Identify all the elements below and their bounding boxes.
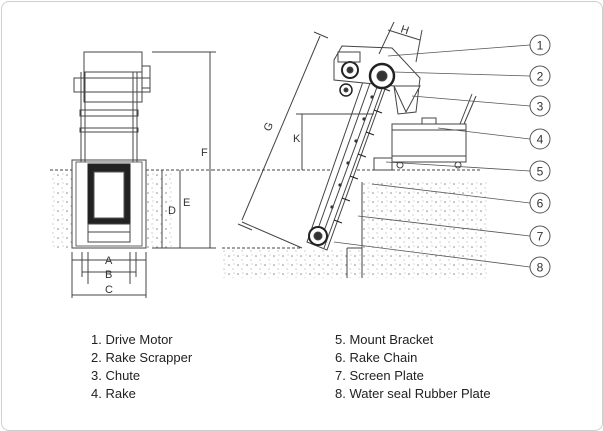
callout-2-number: 2	[537, 70, 544, 84]
callout-4-number: 4	[537, 133, 544, 147]
dim-label-A: A	[105, 255, 113, 267]
callout-1-number: 1	[537, 39, 544, 53]
callout-7: 7	[529, 225, 551, 247]
legend-item-rake-chain: 6. Rake Chain	[335, 350, 418, 365]
callout-6: 6	[529, 192, 551, 214]
legend-item-rake-scrapper: 2. Rake Scrapper	[91, 350, 193, 365]
callout-2: 2	[529, 65, 551, 87]
callout-5-number: 5	[537, 165, 544, 179]
legend-item-drive-motor: 1. Drive Motor	[91, 332, 173, 347]
callout-3-number: 3	[537, 100, 544, 114]
callout-8: 8	[529, 256, 551, 278]
channel	[71, 159, 147, 249]
concrete-right	[146, 170, 172, 250]
drive-head	[333, 45, 421, 115]
callout-8-number: 8	[537, 261, 544, 275]
legend-item-screen-plate: 7. Screen Plate	[335, 368, 424, 383]
concrete-left	[50, 170, 72, 250]
callout-1: 1	[529, 34, 551, 56]
legend-item-water-seal-rubber-plate: 8. Water seal Rubber Plate	[335, 386, 491, 401]
chute	[393, 85, 421, 114]
legend-item-rake: 4. Rake	[91, 386, 136, 401]
callout-6-number: 6	[537, 197, 544, 211]
concrete-ramp	[362, 182, 487, 278]
collection-cart	[391, 93, 477, 169]
dim-label-G: G	[262, 121, 276, 134]
leader-lines	[333, 44, 531, 268]
callout-5: 5	[529, 160, 551, 182]
legend-item-mount-bracket: 5. Mount Bracket	[335, 332, 434, 347]
legend-left: 1. Drive Motor 2. Rake Scrapper 3. Chute…	[91, 331, 192, 403]
dim-label-D: D	[168, 205, 176, 217]
legend-right: 5. Mount Bracket 6. Rake Chain 7. Screen…	[335, 331, 491, 403]
dim-label-H: H	[399, 23, 410, 37]
callout-3: 3	[529, 95, 551, 117]
front-view	[50, 51, 216, 298]
legend-item-chute: 3. Chute	[91, 368, 141, 383]
dim-label-C: C	[105, 284, 113, 296]
concrete-base	[222, 248, 362, 278]
mount-bracket	[373, 157, 393, 171]
side-view	[212, 21, 487, 278]
dim-label-F: F	[201, 147, 208, 159]
callout-4: 4	[529, 128, 551, 150]
dim-label-K: K	[293, 133, 301, 145]
callout-7-number: 7	[537, 230, 544, 244]
dim-label-B: B	[105, 269, 112, 281]
dim-label-E: E	[183, 197, 190, 209]
